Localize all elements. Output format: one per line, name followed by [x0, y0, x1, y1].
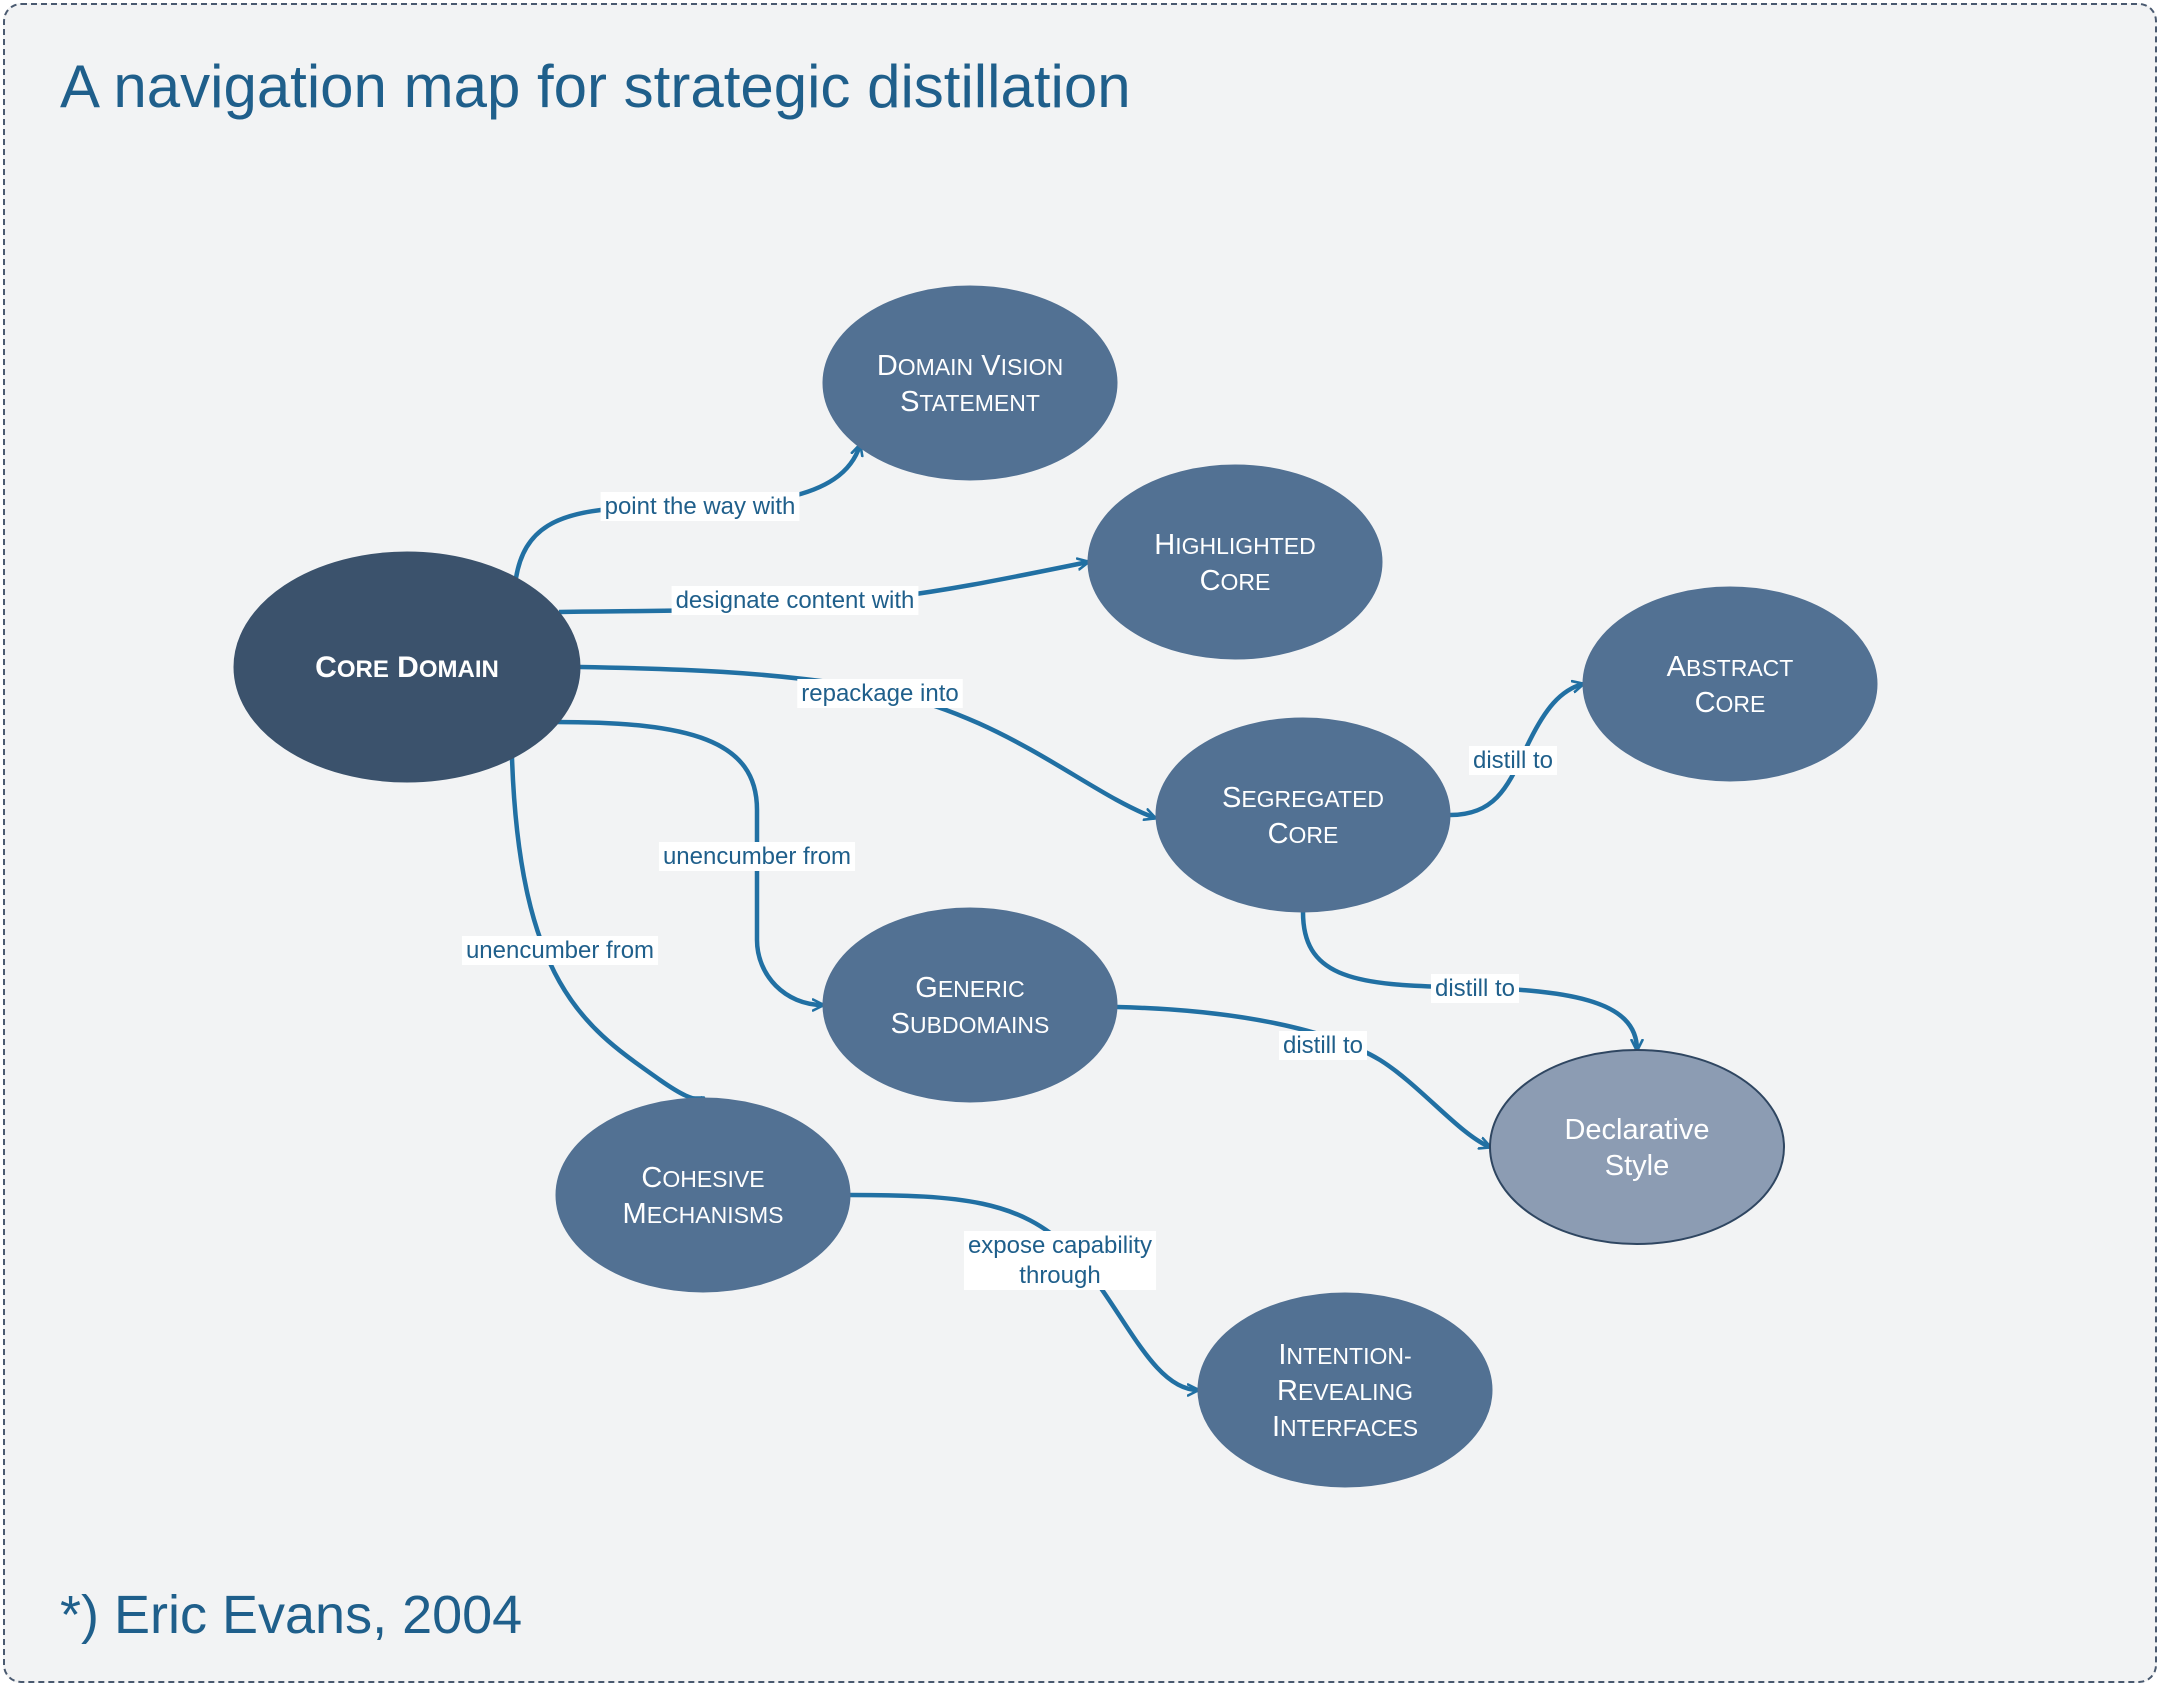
edge-label-line: point the way with — [605, 493, 796, 520]
node-shape — [822, 285, 1118, 481]
node-generic-subdomains: GENERIC SUBDOMAINS — [822, 907, 1118, 1103]
edge-labels-layer: point the way with designate content with… — [461, 492, 1558, 1290]
node-label-line: Declarative — [1564, 1114, 1709, 1146]
edge-label-line: distill to — [1283, 1032, 1363, 1059]
edge-label-background — [600, 492, 800, 521]
node-shape — [1582, 586, 1878, 782]
node-label-line: GENERIC — [915, 972, 1024, 1004]
edge-cohesive-mechanisms-to-intention-revealing-interfaces — [849, 1192, 1198, 1390]
edge-label: designate content with — [671, 586, 919, 615]
node-domain-vision-statement: DOMAIN VISION STATEMENT — [822, 285, 1118, 481]
edge-label-background — [1468, 746, 1558, 775]
edge-label-background — [1278, 1031, 1368, 1060]
node-shape — [822, 907, 1118, 1103]
edge-label-line: distill to — [1473, 747, 1553, 774]
edge-label-background — [797, 679, 963, 708]
edge-label-line: expose capability — [968, 1232, 1152, 1259]
node-shape — [233, 551, 581, 783]
edge-segregated-core-to-abstract-core — [1449, 684, 1583, 818]
edge-label-line: distill to — [1435, 975, 1515, 1002]
node-cohesive-mechanisms: COHESIVE MECHANISMS — [555, 1097, 851, 1293]
nodes-layer: CORE DOMAIN DOMAIN VISION STATEMENT HIGHLIG… — [233, 285, 1878, 1488]
node-segregated-core: SEGREGATED CORE — [1155, 717, 1451, 913]
edge-label-line: unencumber from — [466, 937, 654, 964]
node-label-line: MECHANISMS — [623, 1198, 784, 1230]
edge-label: unencumber from — [658, 842, 856, 871]
edge-label-line: unencumber from — [663, 843, 851, 870]
edge-label: unencumber from — [461, 936, 659, 965]
node-label-line: CORE — [1268, 818, 1339, 850]
node-shape — [1087, 464, 1383, 660]
edge-label: distill to — [1430, 974, 1520, 1003]
edge-generic-subdomains-to-declarative-style — [1116, 1004, 1490, 1147]
node-abstract-core: ABSTRACT CORE — [1582, 586, 1878, 782]
node-label-line: COHESIVE — [641, 1162, 764, 1194]
edge-label: repackage into — [797, 679, 963, 708]
node-shape — [555, 1097, 851, 1293]
edge-label: distill to — [1278, 1031, 1368, 1060]
node-label-line: ABSTRACT — [1667, 651, 1794, 683]
edge-label: point the way with — [600, 492, 800, 521]
edge-label-background — [963, 1231, 1157, 1290]
node-intention-revealing-interfaces: INTENTION- REVEALING INTERFACES — [1197, 1292, 1493, 1488]
edge-label-line: repackage into — [801, 680, 958, 707]
author-credit: *) Eric Evans, 2004 — [60, 1585, 523, 1645]
node-label-line: CORE — [1695, 687, 1766, 719]
edge-label: expose capability through — [963, 1231, 1157, 1290]
edge-label: distill to — [1468, 746, 1558, 775]
node-label-line: CORE DOMAIN — [315, 651, 499, 684]
edge-label-background — [658, 842, 856, 871]
node-label-line: INTERFACES — [1272, 1411, 1418, 1443]
node-label-line: STATEMENT — [900, 386, 1040, 418]
edge-core-domain-to-cohesive-mechanisms — [509, 757, 703, 1099]
node-core-domain: CORE DOMAIN — [233, 551, 581, 783]
diagram-frame — [3, 3, 2157, 1683]
node-label-line: REVEALING — [1277, 1375, 1413, 1407]
edge-core-domain-to-generic-subdomains — [554, 719, 823, 1005]
edge-label-background — [461, 936, 659, 965]
node-label-line: Style — [1605, 1150, 1669, 1182]
node-label-line: SUBDOMAINS — [891, 1008, 1050, 1040]
node-label-line: CORE — [1200, 565, 1271, 597]
node-label-line: SEGREGATED — [1222, 782, 1384, 814]
edge-label-background — [1430, 974, 1520, 1003]
edge-label-background — [671, 586, 919, 615]
node-label-line: INTENTION- — [1278, 1339, 1411, 1371]
node-highlighted-core: HIGHLIGHTED CORE — [1087, 464, 1383, 660]
node-shape — [1489, 1049, 1785, 1245]
node-label-line: HIGHLIGHTED — [1154, 529, 1316, 561]
node-shape — [1197, 1292, 1493, 1488]
edge-label-line: through — [1019, 1262, 1100, 1289]
edge-label-line: designate content with — [676, 587, 915, 614]
node-label-line: DOMAIN VISION — [877, 350, 1063, 382]
node-shape — [1155, 717, 1451, 913]
diagram-title: A navigation map for strategic distillat… — [60, 53, 1131, 120]
